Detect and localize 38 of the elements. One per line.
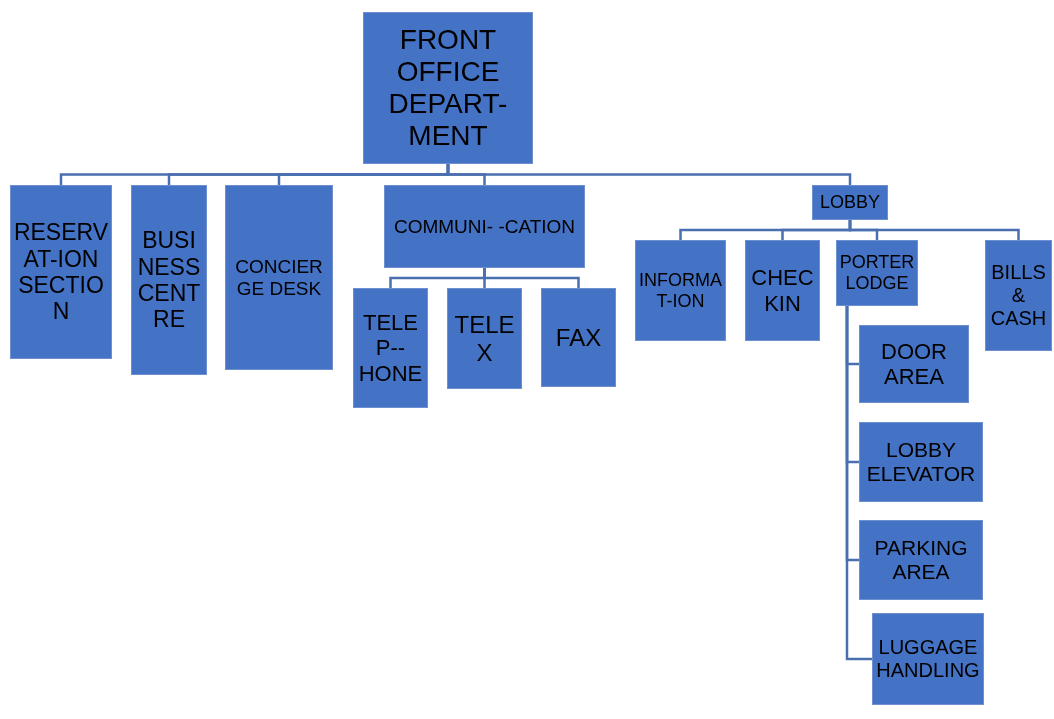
box-label: LOBBY — [820, 192, 880, 213]
box-label: LUGGAGE HANDLING — [875, 636, 981, 682]
box-label: RESERVAT-ION SECTION — [13, 219, 109, 325]
org-box — [541, 288, 616, 387]
connector-line — [483, 268, 580, 288]
org-box — [131, 185, 207, 375]
connector-line — [845, 306, 872, 661]
org-box — [985, 240, 1052, 351]
heading-box — [363, 12, 533, 164]
org-box — [859, 325, 969, 403]
box-label: PORTER LODGE — [839, 252, 915, 294]
org-box — [859, 422, 983, 502]
box-label: CONCIERGE DESK — [234, 255, 324, 300]
box-label: DOOR AREA — [880, 338, 948, 390]
box-label: COMMUNI- -CATION — [393, 215, 576, 238]
box-label: BILLS & CASH — [989, 261, 1048, 330]
org-box — [10, 185, 112, 359]
org-box — [384, 185, 585, 268]
connector-line — [446, 164, 852, 185]
connector-line — [848, 220, 1020, 240]
box-label: INFORMAT-ION — [638, 269, 723, 312]
org-box — [635, 240, 726, 341]
org-box — [859, 520, 983, 600]
box-label: LOBBY ELEVATOR — [865, 437, 977, 487]
box-label: FAX — [555, 323, 602, 352]
box-label: PARKING AREA — [873, 535, 969, 585]
box-label: FRONT OFFICE DEPART-MENT — [387, 23, 509, 153]
org-box — [872, 613, 984, 705]
org-box — [745, 240, 820, 341]
box-label: CHECKIN — [750, 265, 815, 316]
org-box — [225, 185, 333, 370]
box-label: BUSINESS CENTRE — [136, 227, 202, 333]
box-label: TELEX — [453, 310, 516, 367]
org-box — [353, 288, 428, 408]
org-box — [812, 185, 888, 220]
box-label: TELEP--HONE — [357, 310, 424, 386]
org-box — [447, 288, 522, 389]
org-box — [836, 240, 918, 306]
